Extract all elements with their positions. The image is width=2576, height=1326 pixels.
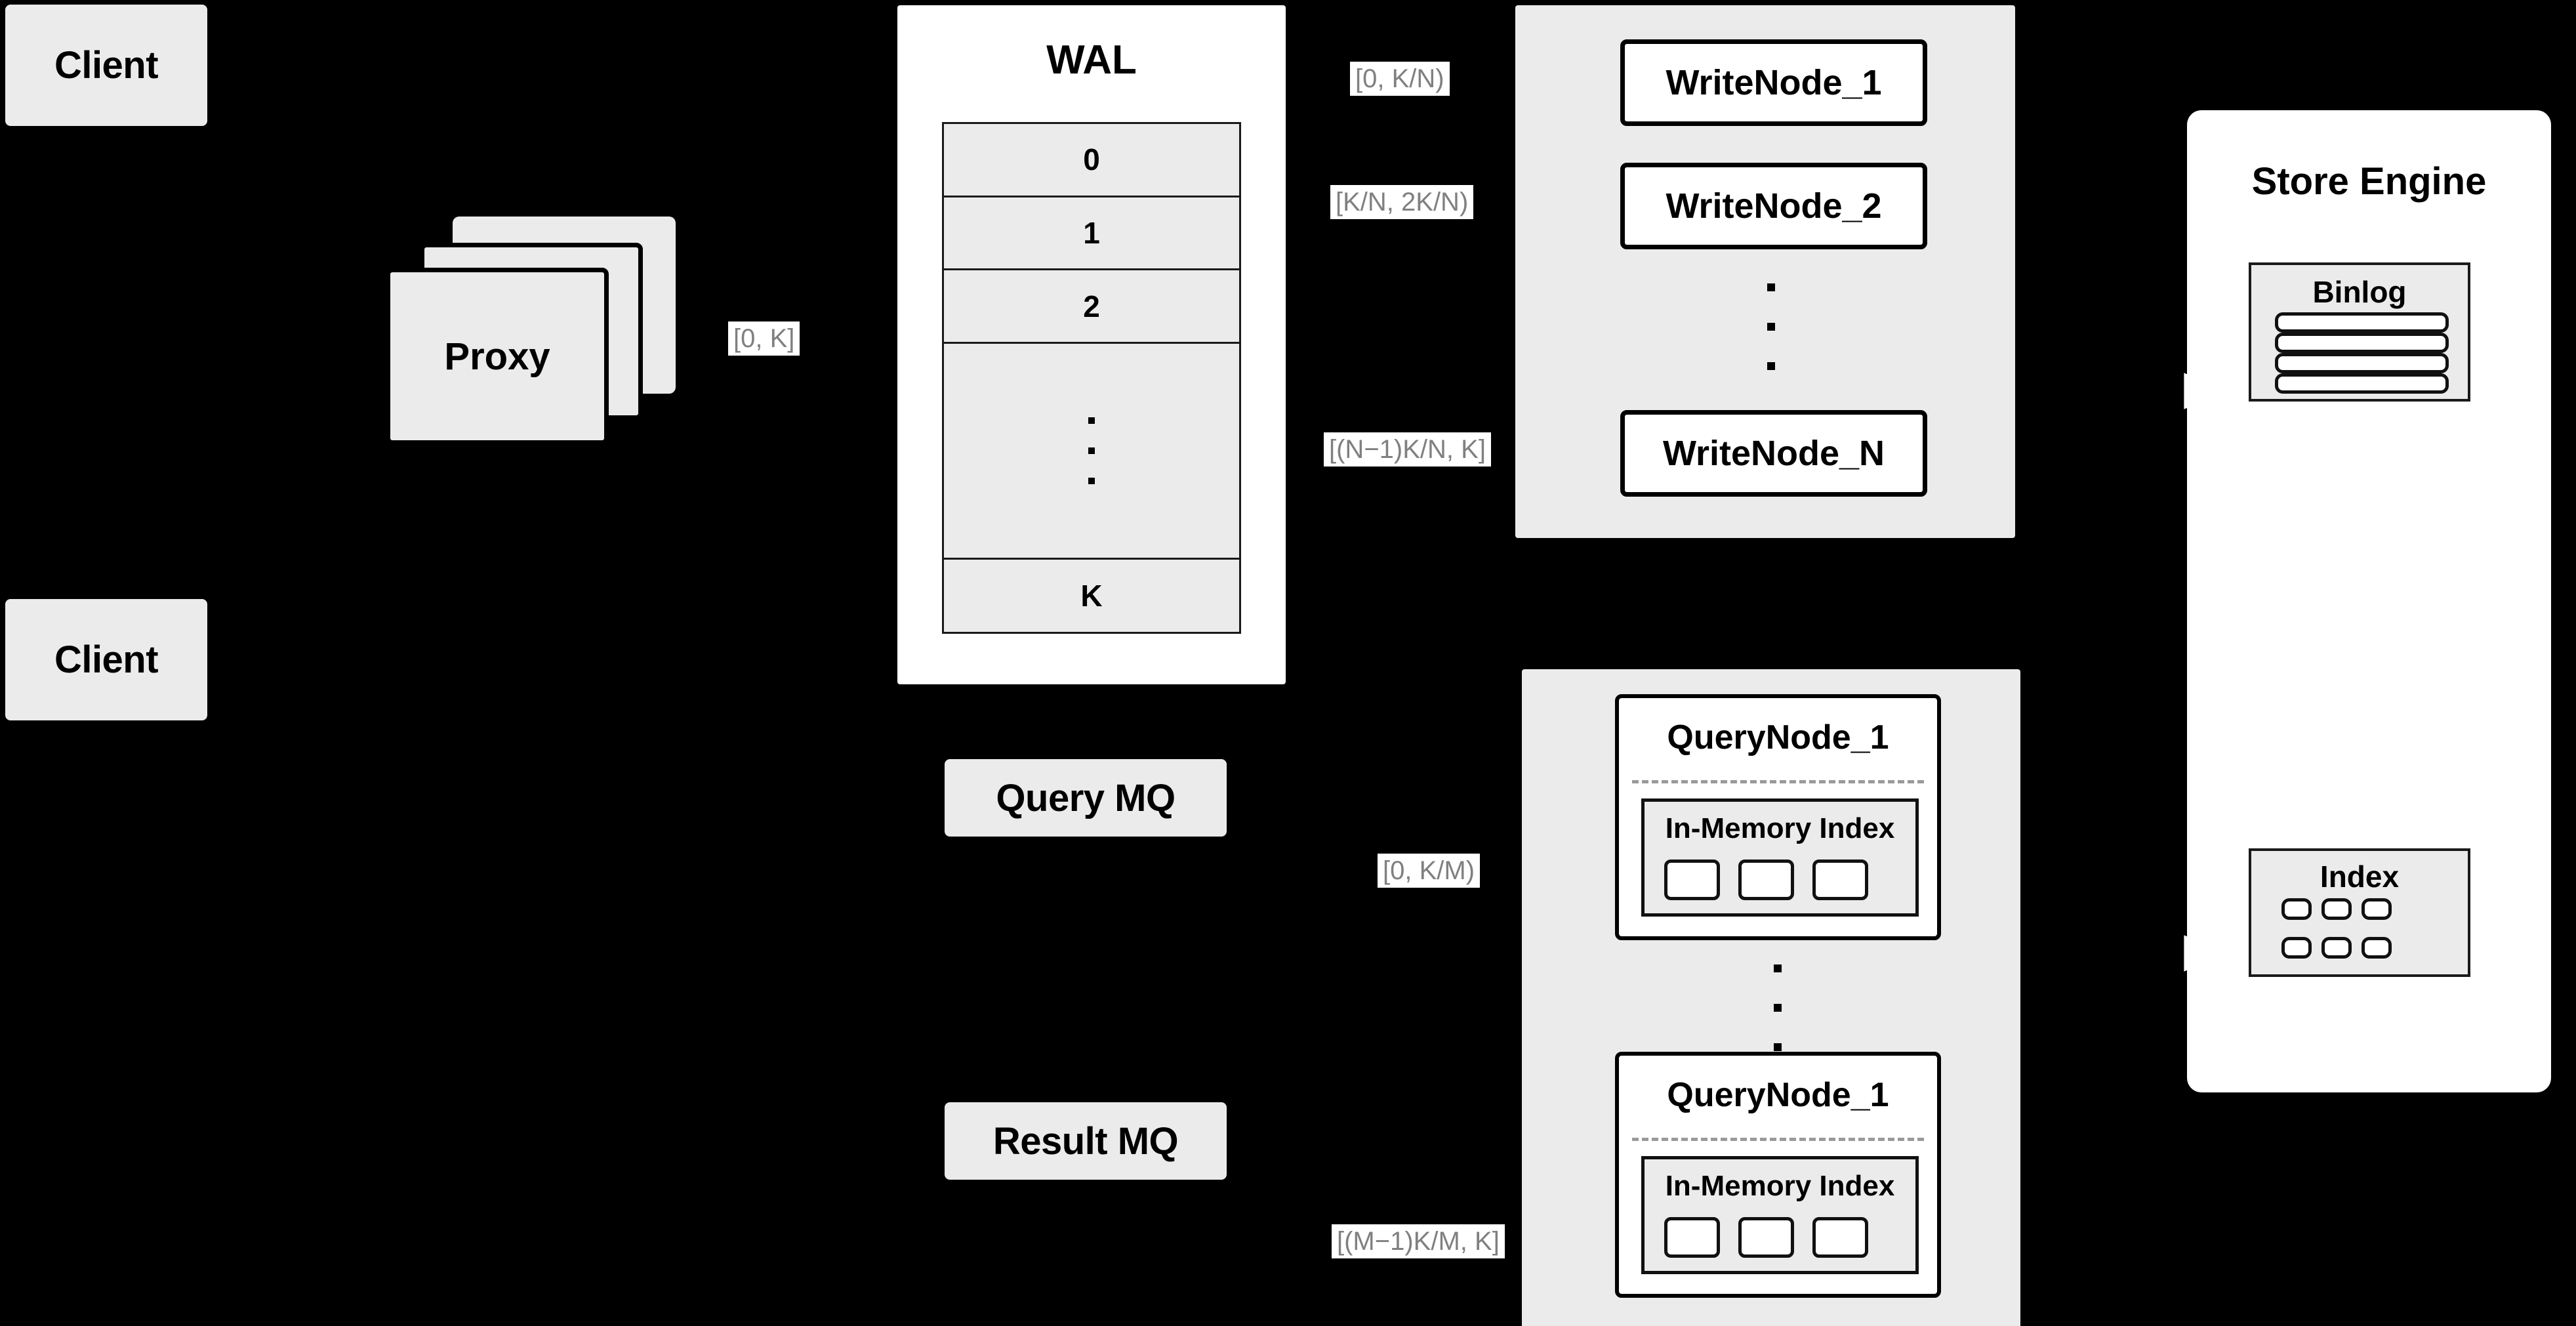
index-cell[interactable] (1812, 1217, 1868, 1258)
query-node-separator (1632, 780, 1924, 783)
write-node-n[interactable]: WriteNode_N (1620, 410, 1927, 497)
wal-row-label: 1 (1083, 216, 1100, 251)
client-box-2[interactable]: Client (5, 599, 207, 720)
index-cell[interactable] (2281, 898, 2312, 920)
ellipsis-dot (1088, 478, 1095, 485)
ellipsis-dot (1767, 362, 1775, 370)
query-node-1[interactable]: QueryNode_1 In-Memory Index (1615, 694, 1941, 940)
wal-row-label: 0 (1083, 142, 1100, 177)
index-cell[interactable] (1664, 860, 1720, 900)
query-node-m[interactable]: QueryNode_1 In-Memory Index (1615, 1052, 1941, 1298)
result-mq-label: Result MQ (992, 1119, 1179, 1163)
ellipsis-dot (1088, 447, 1095, 455)
binlog-row[interactable] (2275, 353, 2449, 373)
in-memory-index-label: In-Memory Index (1665, 812, 1895, 844)
binlog-row[interactable] (2275, 312, 2449, 333)
index-title: Index (2320, 860, 2400, 894)
wal-panel: WAL 0 1 2 K (897, 5, 1286, 684)
edge-label-wal-to-writenode-1: [0, K/N) (1350, 62, 1450, 96)
binlog-row[interactable] (2275, 373, 2449, 394)
index-cell[interactable] (1812, 860, 1868, 900)
index-cell[interactable] (2321, 937, 2352, 959)
in-memory-index-label: In-Memory Index (1665, 1170, 1895, 1202)
client-box-1[interactable]: Client (5, 5, 207, 126)
write-node-label: WriteNode_N (1662, 434, 1885, 473)
ellipsis-dot (1767, 323, 1775, 331)
index-cell[interactable] (2321, 898, 2352, 920)
wal-row[interactable]: 1 (944, 197, 1239, 271)
wal-row[interactable]: K (944, 560, 1239, 632)
write-cluster-ellipsis (1767, 283, 1775, 370)
index-box: Index (2249, 848, 2470, 977)
edge-label-wal-to-writenode-n: [(N−1)K/N, K] (1324, 432, 1491, 466)
ellipsis-dot (1774, 1043, 1782, 1051)
ellipsis-dot (1774, 964, 1782, 972)
index-cell[interactable] (2361, 937, 2392, 959)
proxy-label: Proxy (444, 335, 550, 378)
result-mq-box[interactable]: Result MQ (945, 1102, 1227, 1180)
in-memory-index-box: In-Memory Index (1641, 798, 1919, 917)
ellipsis-dot (1774, 1004, 1782, 1012)
edge-label-proxy-to-wal: [0, K] (728, 321, 800, 356)
write-node-label: WriteNode_1 (1666, 63, 1882, 102)
index-cell[interactable] (2361, 898, 2392, 920)
binlog-box: Binlog (2249, 262, 2470, 402)
query-node-title: QueryNode_1 (1667, 718, 1889, 756)
edge-label-wal-to-writenode-2: [K/N, 2K/N) (1330, 185, 1474, 219)
wal-row[interactable]: 0 (944, 124, 1239, 197)
proxy-sheet-front[interactable]: Proxy (386, 268, 609, 445)
query-node-separator (1632, 1138, 1924, 1141)
wal-row[interactable]: 2 (944, 270, 1239, 344)
wal-row-label: K (1080, 579, 1103, 613)
index-cell[interactable] (2281, 937, 2312, 959)
binlog-row[interactable] (2275, 333, 2449, 353)
write-node-1[interactable]: WriteNode_1 (1620, 39, 1927, 126)
wal-row-ellipsis (944, 344, 1239, 560)
edge-label-queue-to-querynode-1: [0, K/M) (1378, 854, 1481, 888)
index-cell[interactable] (1738, 1217, 1794, 1258)
store-engine-panel: Store Engine Binlog Index (2187, 110, 2551, 1092)
query-mq-label: Query MQ (996, 776, 1176, 819)
wal-title: WAL (1046, 37, 1137, 83)
client-label: Client (54, 44, 159, 87)
query-node-title: QueryNode_1 (1667, 1076, 1889, 1114)
query-cluster-ellipsis (1774, 964, 1782, 1051)
ellipsis-dot (1088, 417, 1095, 425)
binlog-title: Binlog (2312, 275, 2407, 309)
query-mq-box[interactable]: Query MQ (945, 759, 1227, 837)
index-cell[interactable] (1664, 1217, 1720, 1258)
ellipsis-dot (1767, 283, 1775, 291)
edge-label-queue-to-querynode-m: [(M−1)K/M, K] (1332, 1224, 1505, 1258)
wal-row-label: 2 (1083, 289, 1100, 323)
in-memory-index-box: In-Memory Index (1641, 1156, 1919, 1274)
wal-table: 0 1 2 K (942, 122, 1241, 634)
write-node-label: WriteNode_2 (1666, 186, 1882, 226)
write-node-2[interactable]: WriteNode_2 (1620, 163, 1927, 249)
store-engine-title: Store Engine (2251, 160, 2487, 203)
client-label: Client (54, 638, 159, 681)
index-cell[interactable] (1738, 860, 1794, 900)
